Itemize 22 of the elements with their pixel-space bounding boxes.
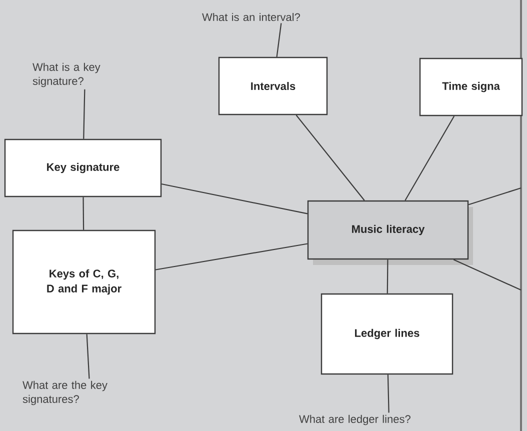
connector-line — [83, 89, 86, 139]
connector-line — [82, 197, 84, 230]
question-text: What is a key signature? — [32, 62, 100, 88]
connector-line — [156, 243, 308, 270]
connector-line — [296, 114, 365, 201]
connector-line — [453, 259, 522, 290]
connector-line — [86, 334, 90, 379]
connector-line — [162, 183, 308, 214]
question-text: What are the key signatures? — [22, 380, 108, 406]
topic-box: Ledger lines — [320, 293, 454, 375]
connector-line — [404, 116, 455, 201]
central-box: Music literacy — [307, 200, 469, 260]
connector-line — [386, 260, 388, 294]
topic-box: Intervals — [218, 56, 328, 116]
topic-box: Time signa — [419, 58, 523, 116]
connector-line — [468, 187, 522, 206]
question-text: What are ledger lines? — [299, 414, 410, 426]
question-text: What is an interval? — [202, 12, 300, 22]
connector-line — [276, 23, 282, 57]
topic-box: Keys of C, G, D and F major — [12, 230, 156, 334]
connector-line — [387, 374, 390, 413]
topic-box: Key signature — [4, 138, 162, 198]
